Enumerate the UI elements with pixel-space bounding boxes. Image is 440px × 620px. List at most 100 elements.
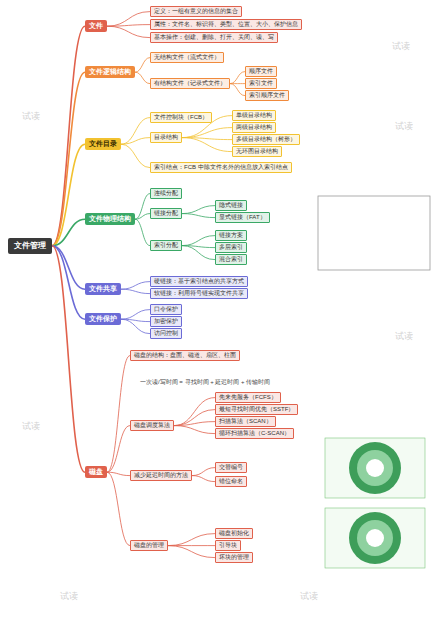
branch-connector: [52, 26, 85, 246]
topic-text: 错位命名: [219, 478, 243, 485]
branch-connector: [107, 356, 130, 473]
branch-connector: [121, 310, 150, 320]
topic-text: 索引分配: [154, 242, 178, 249]
branch-connector: [182, 138, 232, 152]
formula-note: 一次读/写时间 = 寻找时间 + 延迟时间 + 传输时间: [140, 378, 270, 387]
topic-text: 索引顺序文件: [249, 92, 285, 99]
leaf-topic: 交替编号: [215, 462, 247, 473]
branch-connector: [135, 72, 150, 83]
branch-connector: [121, 118, 150, 145]
leaf-topic: 有结构文件（记录式文件）: [150, 78, 230, 89]
leaf-topic: 索引顺序文件: [245, 90, 289, 101]
topic-text: 文件管理: [14, 241, 46, 251]
watermark: 试读: [22, 110, 40, 123]
topic-text: 硬链接：基于索引结点的共享方式: [154, 278, 244, 285]
topic-text: 单级目录结构: [236, 112, 272, 119]
topic-text: 磁盘初始化: [219, 530, 249, 537]
watermark: 试读: [392, 40, 410, 53]
leaf-topic: 隐式链接: [215, 200, 247, 211]
branch-connector: [230, 72, 245, 84]
leaf-topic: 错位命名: [215, 476, 247, 487]
topic-text: 索引结点：FCB 中除文件名外的信息放入索引结点: [154, 164, 288, 171]
branch-connector: [192, 468, 215, 476]
branch-topic: 文件: [85, 20, 107, 32]
branch-connector: [52, 72, 85, 246]
leaf-topic: 目录结构: [150, 132, 182, 143]
leaf-topic: 减少延迟时间的方法: [130, 470, 192, 481]
branch-connector: [135, 214, 150, 220]
topic-text: 无环图目录结构: [236, 148, 278, 155]
topic-text: 软链接：利用符号链实现文件共享: [154, 290, 244, 297]
topic-text: 扫描算法（SCAN）: [219, 418, 272, 425]
branch-connector: [182, 236, 215, 246]
topic-text: 磁盘调度算法: [134, 422, 170, 429]
topic-text: 文件保护: [89, 315, 117, 323]
topic-text: 多层索引: [219, 244, 243, 251]
leaf-topic: 链接方案: [215, 230, 247, 241]
leaf-topic: 连续分配: [150, 188, 182, 199]
topic-text: 定义：一组有意义的信息的集合: [154, 8, 238, 15]
topic-text: 基本操作：创建、删除、打开、关闭、读、写: [154, 34, 274, 41]
leaf-topic: 引导块: [215, 540, 241, 551]
branch-connector: [174, 422, 215, 426]
branch-connector: [182, 206, 215, 214]
branch-connector: [230, 84, 245, 96]
leaf-topic: 磁盘的结构：盘面、磁道、扇区、柱面: [130, 350, 240, 361]
branch-topic: 文件共享: [85, 283, 121, 295]
topic-text: 文件: [89, 22, 103, 30]
topic-text: 坏块的管理: [219, 554, 249, 561]
topic-text: 文件逻辑结构: [89, 68, 131, 76]
leaf-topic: 索引分配: [150, 240, 182, 251]
topic-text: 磁盘的管理: [134, 542, 164, 549]
topic-text: 有结构文件（记录式文件）: [154, 80, 226, 87]
topic-text: 属性：文件名、标识符、类型、位置、大小、保护信息: [154, 21, 298, 28]
leaf-topic: 多层索引: [215, 242, 247, 253]
watermark: 试读: [300, 590, 318, 603]
leaf-topic: 加密保护: [150, 316, 182, 327]
leaf-topic: 软链接：利用符号链实现文件共享: [150, 288, 248, 299]
root-topic: 文件管理: [8, 238, 52, 254]
branch-topic: 磁盘: [85, 466, 107, 478]
branch-connector: [107, 12, 150, 27]
leaf-topic: 顺序文件: [245, 66, 277, 77]
leaf-topic: 基本操作：创建、删除、打开、关闭、读、写: [150, 32, 278, 43]
branch-connector: [107, 472, 130, 545]
leaf-topic: 最短寻找时间优先（SSTF）: [215, 404, 298, 415]
topic-text: 隐式链接: [219, 202, 243, 209]
leaf-topic: 硬链接：基于索引结点的共享方式: [150, 276, 248, 287]
topic-text: 多级目录结构（树形）: [236, 136, 296, 143]
leaf-topic: 磁盘调度算法: [130, 420, 174, 431]
branch-connector: [52, 246, 85, 472]
branch-connector: [174, 398, 215, 426]
branch-connector: [174, 426, 215, 434]
leaf-topic: 链接分配: [150, 208, 182, 219]
branch-connector: [192, 476, 215, 482]
topic-text: 文件物理结构: [89, 215, 131, 223]
topic-text: 链接分配: [154, 210, 178, 217]
topic-text: 磁盘的结构：盘面、磁道、扇区、柱面: [134, 352, 236, 359]
topic-text: 磁盘: [89, 468, 103, 476]
topic-text: 减少延迟时间的方法: [134, 472, 188, 479]
topic-text: 顺序文件: [249, 68, 273, 75]
topic-text: 无结构文件（流式文件）: [154, 54, 220, 61]
branch-connector: [52, 246, 85, 319]
branch-connector: [52, 144, 85, 246]
leaf-topic: 混合索引: [215, 254, 247, 265]
leaf-topic: 先来先服务（FCFS）: [215, 392, 281, 403]
branch-connector: [121, 144, 150, 167]
branch-connector: [168, 546, 215, 558]
watermark: 试读: [395, 330, 413, 343]
watermark: 试读: [22, 420, 40, 433]
branch-connector: [121, 138, 150, 145]
bracket-panel: [318, 196, 430, 270]
topic-text: 访问控制: [154, 330, 178, 337]
leaf-topic: 显式链接（FAT）: [215, 212, 270, 223]
branch-connector: [168, 534, 215, 546]
watermark: 试读: [395, 120, 413, 133]
branch-topic: 文件保护: [85, 313, 121, 325]
topic-text: 连续分配: [154, 190, 178, 197]
leaf-topic: 磁盘的管理: [130, 540, 168, 551]
branch-connector: [107, 426, 130, 473]
topic-text: 循环扫描算法（C-SCAN）: [219, 430, 290, 437]
